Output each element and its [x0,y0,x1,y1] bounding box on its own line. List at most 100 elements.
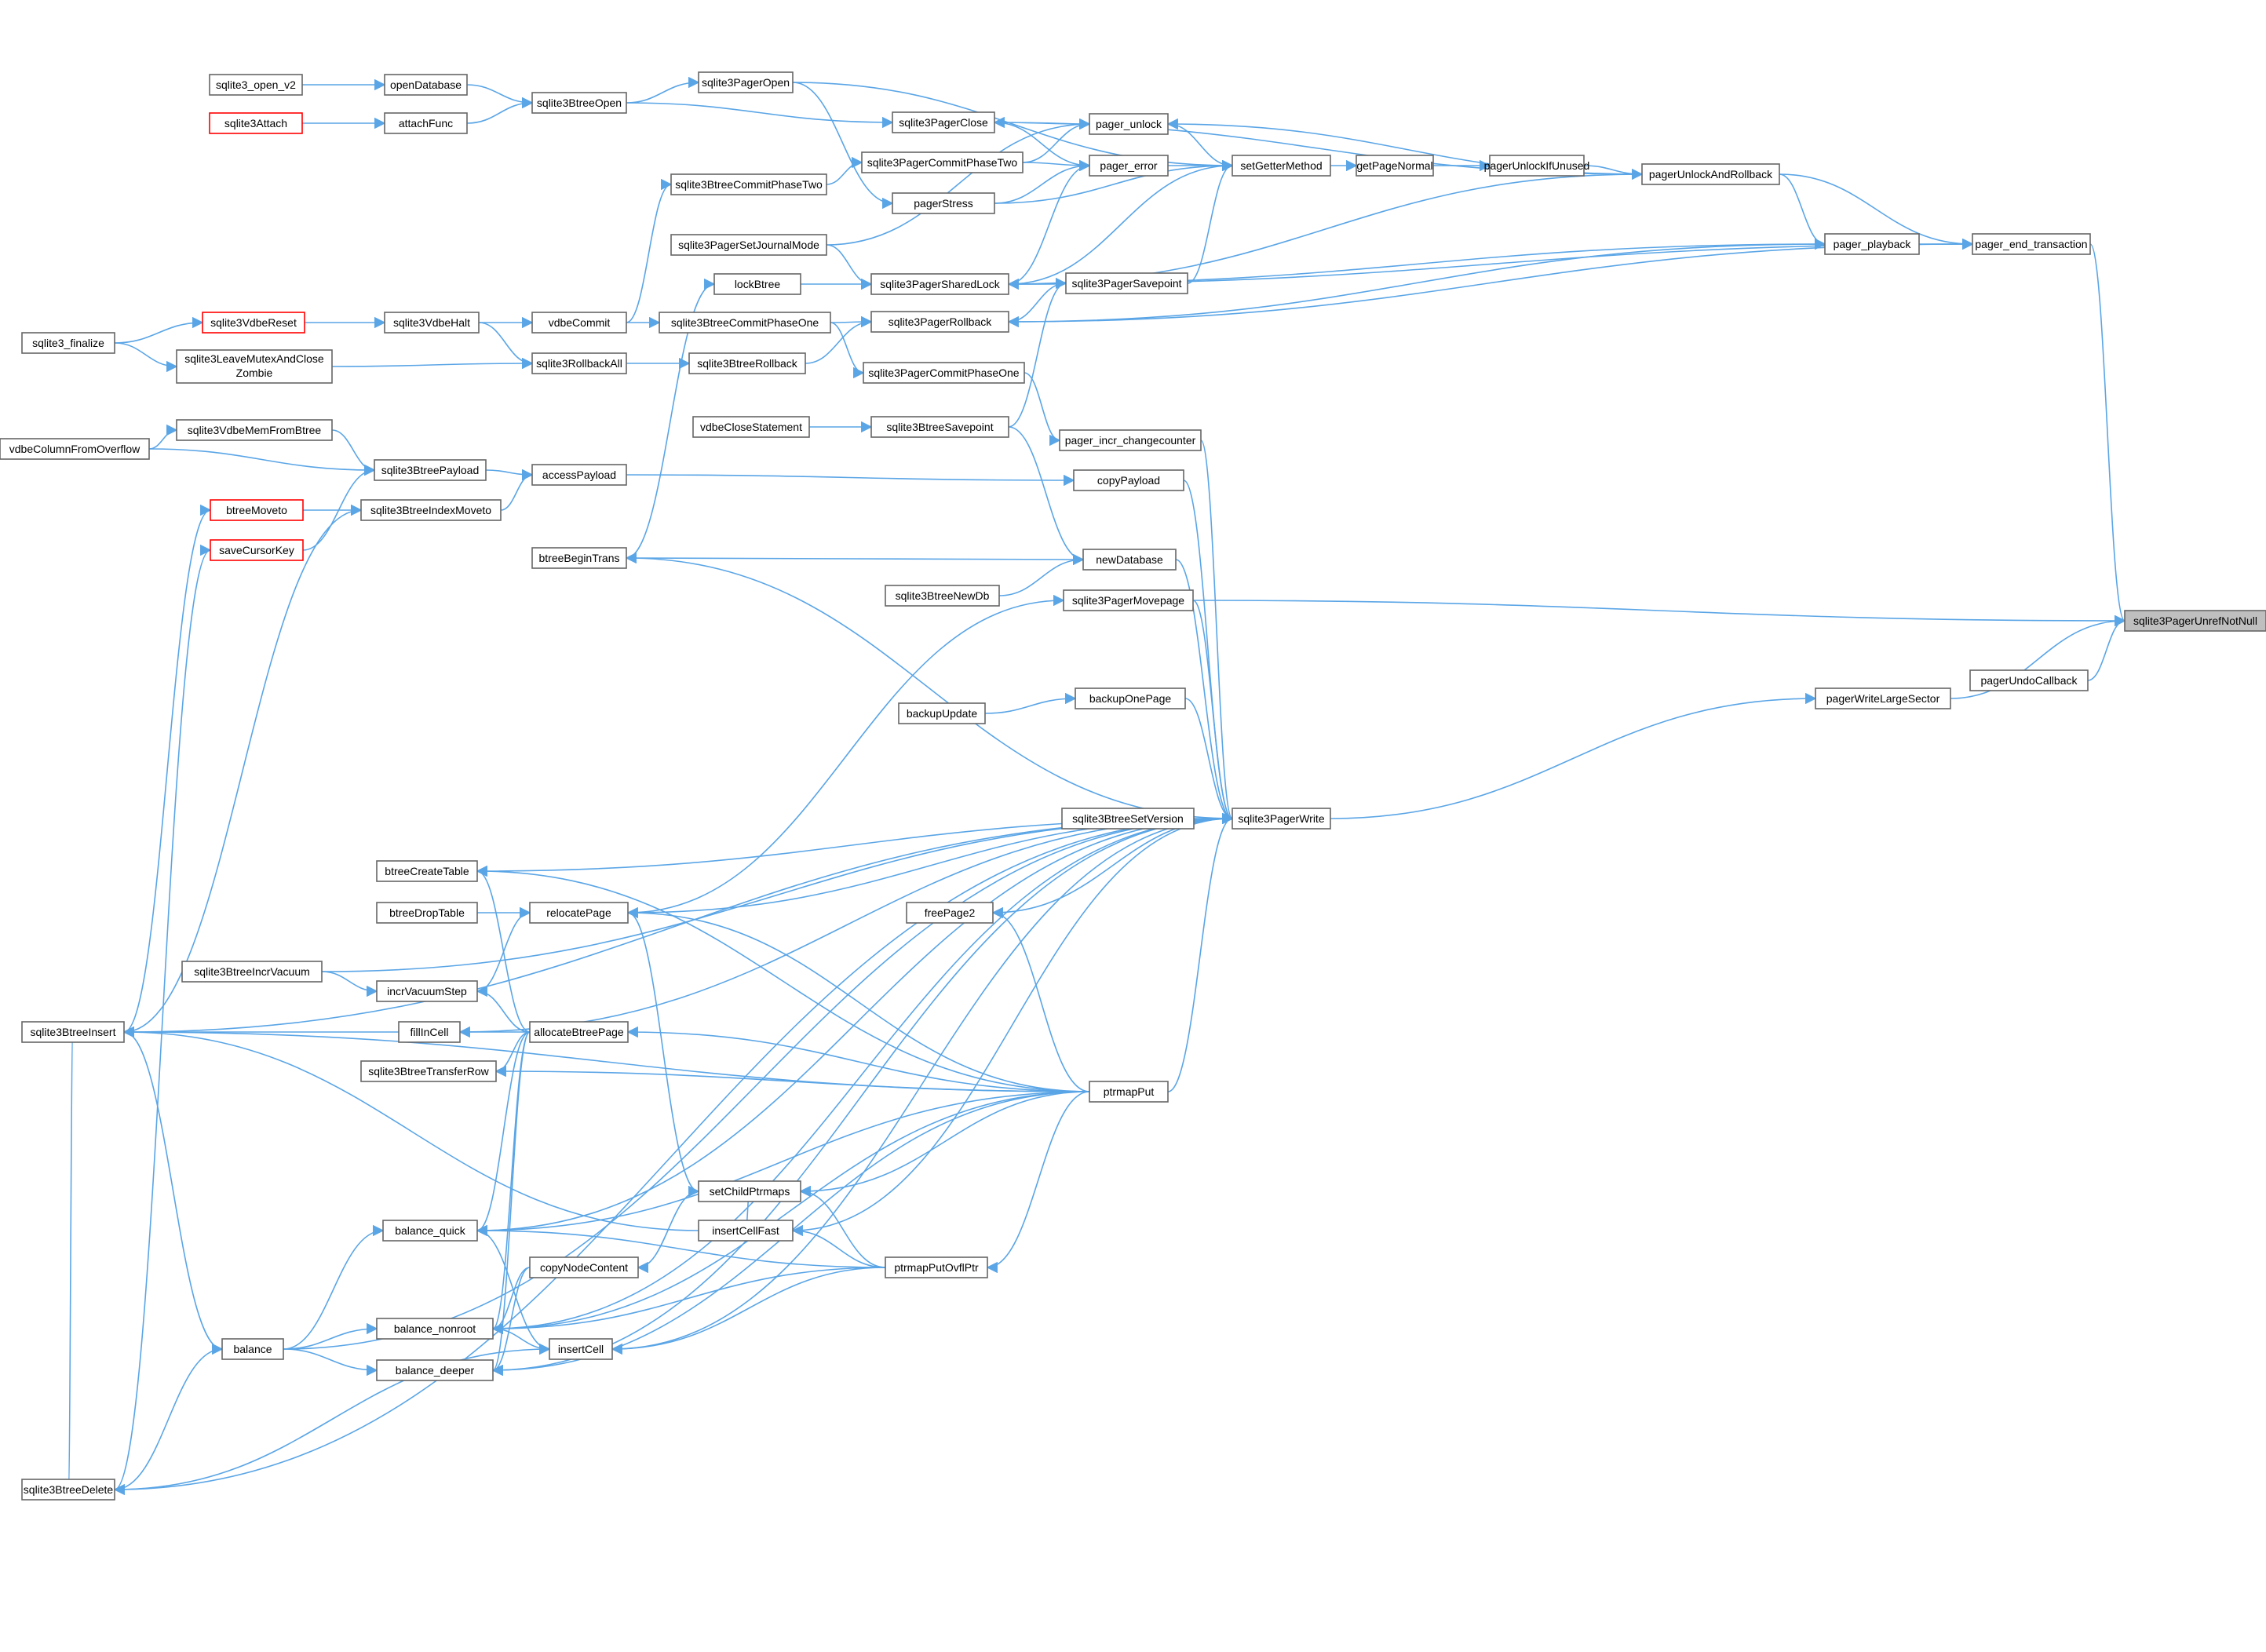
node-sqlite3-pager-open[interactable]: sqlite3PagerOpen [698,71,794,93]
node-sqlite3-btree-index-moveto[interactable]: sqlite3BtreeIndexMoveto [360,499,502,521]
node-insert-cell[interactable]: insertCell [549,1338,613,1360]
node-vdbe-column-from-overflow[interactable]: vdbeColumnFromOverflow [0,438,150,460]
node-sqlite3-pager-shared-lock[interactable]: sqlite3PagerSharedLock [870,273,1009,295]
node-pager-undo-callback[interactable]: pagerUndoCallback [1969,669,2089,691]
node-access-payload[interactable]: accessPayload [531,464,627,486]
node-pager-unlock-and-rollback[interactable]: pagerUnlockAndRollback [1641,163,1780,185]
edge-n65-n64 [494,1065,1090,1092]
node-sqlite3-pager-unref-not-null[interactable]: sqlite3PagerUnrefNotNull [2124,610,2266,632]
edge-n29-n30 [331,357,534,370]
node-btree-drop-table[interactable]: btreeDropTable [376,902,478,924]
node-sqlite3-btree-set-version[interactable]: sqlite3BtreeSetVersion [1061,808,1195,830]
node-sqlite3-btree-new-db[interactable]: sqlite3BtreeNewDb [885,585,1000,607]
node-box [531,464,627,486]
node-pager-unlock[interactable]: pager_unlock [1089,113,1169,135]
node-sqlite3-pager-write[interactable]: sqlite3PagerWrite [1232,808,1331,830]
node-label: sqlite3BtreeSavepoint [886,421,993,433]
node-sqlite3-pager-commit-phase-one[interactable]: sqlite3PagerCommitPhaseOne [863,362,1025,384]
node-sqlite3-pager-commit-phase-two[interactable]: sqlite3PagerCommitPhaseTwo [861,151,1024,173]
node-free-page2[interactable]: freePage2 [906,902,994,924]
node-set-child-ptrmaps[interactable]: setChildPtrmaps [698,1180,801,1202]
node-balance-quick[interactable]: balance_quick [382,1220,478,1242]
node-open-database[interactable]: openDatabase [384,74,468,96]
node-set-getter-method[interactable]: setGetterMethod [1232,155,1331,177]
node-label: sqlite3BtreeInsert [31,1026,116,1038]
edge-n19-n48 [2089,243,2126,626]
node-sqlite3-btree-transfer-row[interactable]: sqlite3BtreeTransferRow [360,1060,497,1082]
node-get-page-normal[interactable]: getPageNormal [1356,155,1434,177]
node-sqlite3-btree-commit-phase-two[interactable]: sqlite3BtreeCommitPhaseTwo [670,173,827,195]
node-pager-write-large-sector[interactable]: pagerWriteLargeSector [1815,687,1951,709]
node-sqlite3-vdbe-reset[interactable]: sqlite3VdbeReset [202,312,305,334]
node-sqlite3-btree-commit-phase-one[interactable]: sqlite3BtreeCommitPhaseOne [659,312,831,334]
node-sqlite3-btree-open[interactable]: sqlite3BtreeOpen [531,92,627,114]
node-ptrmap-put[interactable]: ptrmapPut [1089,1081,1169,1103]
node-sqlite3-rollback-all[interactable]: sqlite3RollbackAll [531,352,627,374]
node-balance-nonroot[interactable]: balance_nonroot [376,1318,494,1340]
node-allocate-btree-page[interactable]: allocateBtreePage [529,1021,629,1043]
node-sqlite3-vdbe-halt[interactable]: sqlite3VdbeHalt [384,312,480,334]
node-vdbe-commit[interactable]: vdbeCommit [531,312,627,334]
node-box [698,1220,794,1242]
node-sqlite3-btree-rollback[interactable]: sqlite3BtreeRollback [688,352,806,374]
node-incr-vacuum-step[interactable]: incrVacuumStep [376,980,478,1002]
node-pager-playback[interactable]: pager_playback [1824,233,1920,255]
node-lock-btree[interactable]: lockBtree [713,273,801,295]
node-box [376,1359,494,1381]
node-attach-func[interactable]: attachFunc [384,112,468,134]
node-sqlite3-btree-payload[interactable]: sqlite3BtreePayload [374,459,487,481]
node-backup-update[interactable]: backupUpdate [898,702,986,724]
node-backup-one-page[interactable]: backupOnePage [1075,687,1186,709]
node-sqlite3-btree-incr-vacuum[interactable]: sqlite3BtreeIncrVacuum [181,961,323,983]
node-box [374,459,487,481]
node-box [210,499,304,521]
node-pager-error[interactable]: pager_error [1089,155,1169,177]
node-sqlite3-btree-delete[interactable]: sqlite3BtreeDelete [21,1479,115,1501]
node-sqlite3-pager-close[interactable]: sqlite3PagerClose [892,111,995,133]
node-sqlite3-pager-rollback[interactable]: sqlite3PagerRollback [870,311,1009,333]
node-box [202,312,305,334]
node-pager-stress[interactable]: pagerStress [892,192,995,214]
node-sqlite3-pager-movepage[interactable]: sqlite3PagerMovepage [1063,589,1194,611]
node-ptrmap-put-ovfl-ptr[interactable]: ptrmapPutOvflPtr [885,1256,988,1278]
node-sqlite3-vdbe-mem-from-btree[interactable]: sqlite3VdbeMemFromBtree [176,419,333,441]
node-box [1061,808,1195,830]
node-label: pagerWriteLargeSector [1826,692,1940,705]
node-sqlite3-pager-set-journal-mode[interactable]: sqlite3PagerSetJournalMode [670,234,827,256]
node-fill-in-cell[interactable]: fillInCell [398,1021,461,1043]
edge-n52-n51 [984,692,1077,714]
edge-n63-n60 [476,985,531,1033]
node-copy-payload[interactable]: copyPayload [1073,469,1184,491]
edge-n61-n41 [123,504,212,1033]
node-label: pagerUndoCallback [1981,674,2078,687]
node-btree-moveto[interactable]: btreeMoveto [210,499,304,521]
node-btree-create-table[interactable]: btreeCreateTable [376,860,478,882]
node-balance[interactable]: balance [221,1338,284,1360]
node-sqlite3-btree-insert[interactable]: sqlite3BtreeInsert [21,1021,125,1043]
node-balance-deeper[interactable]: balance_deeper [376,1359,494,1381]
edge-n57-n66 [627,912,700,1198]
node-sqlite3-pager-savepoint[interactable]: sqlite3PagerSavepoint [1065,272,1188,294]
node-sqlite3-attach[interactable]: sqlite3Attach [209,112,303,134]
node-relocate-page[interactable]: relocatePage [529,902,629,924]
node-btree-begin-trans[interactable]: btreeBeginTrans [531,547,627,569]
node-sqlite3-finalize[interactable]: sqlite3_finalize [21,332,115,354]
node-sqlite3-open-v2[interactable]: sqlite3_open_v2 [209,74,303,96]
node-pager-unlock-if-unused[interactable]: pagerUnlockIfUnused [1484,155,1590,177]
node-copy-node-content[interactable]: copyNodeContent [529,1256,639,1278]
edge-n16-n10 [994,159,1091,204]
node-pager-end-transaction[interactable]: pager_end_transaction [1972,233,2091,255]
node-box [221,1338,284,1360]
node-save-cursor-key[interactable]: saveCursorKey [210,539,304,561]
node-box [688,352,806,374]
node-vdbe-close-statement[interactable]: vdbeCloseStatement [692,416,810,438]
node-new-database[interactable]: newDatabase [1082,549,1177,571]
edge-n67-n73 [476,1230,551,1355]
node-box [898,702,986,724]
node-sqlite3-btree-savepoint[interactable]: sqlite3BtreeSavepoint [870,416,1009,438]
node-box [549,1338,613,1360]
node-pager-incr-changecounter[interactable]: pager_incr_changecounter [1059,429,1202,451]
edge-n27-n19 [1008,238,1974,323]
node-insert-cell-fast[interactable]: insertCellFast [698,1220,794,1242]
